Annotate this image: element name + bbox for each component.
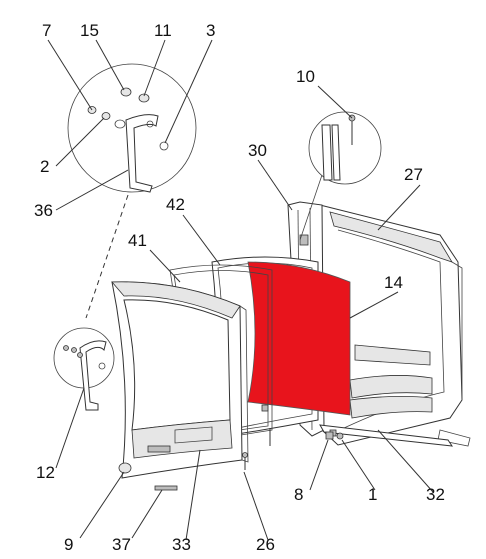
screw-part-26 (242, 452, 248, 470)
clip-part-8 (325, 431, 334, 440)
callout-42: 42 (166, 195, 185, 214)
callout-11: 11 (154, 21, 172, 40)
callout-3: 3 (206, 21, 215, 40)
callout-1: 1 (368, 485, 377, 504)
detail-circle-hinge-lower (53, 327, 115, 411)
glass-panel-part-14[interactable] (247, 261, 351, 416)
callout-12: 12 (36, 463, 55, 482)
callout-8: 8 (294, 485, 303, 504)
cap-part-9 (118, 462, 132, 474)
callout-labels: 7 15 11 3 2 36 10 30 27 42 41 14 12 8 1 … (34, 21, 445, 554)
callout-32: 32 (426, 485, 445, 504)
callout-33: 33 (172, 535, 191, 554)
callout-41: 41 (128, 231, 147, 250)
callout-26: 26 (256, 535, 275, 554)
callout-2: 2 (40, 157, 49, 176)
callout-37: 37 (112, 535, 131, 554)
callout-14: 14 (384, 273, 403, 292)
leader-lines (47, 39, 434, 541)
strip-part-37 (154, 485, 178, 491)
callout-36: 36 (34, 201, 53, 220)
nut-part-1 (336, 432, 344, 440)
callout-10: 10 (296, 67, 315, 86)
pin-part-10 (348, 114, 356, 145)
callout-15: 15 (80, 21, 99, 40)
callout-9: 9 (64, 535, 73, 554)
stove-body-part-27 (319, 204, 471, 447)
callout-27: 27 (404, 165, 423, 184)
door-frame-part-33 (111, 281, 249, 479)
callout-30: 30 (248, 141, 267, 160)
detail-circle-top (299, 111, 382, 241)
callout-7: 7 (42, 21, 51, 40)
